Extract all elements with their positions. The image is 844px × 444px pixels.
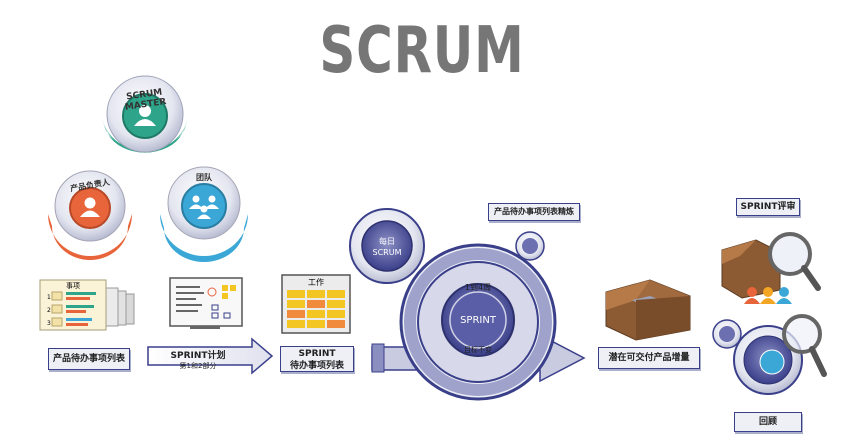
refinement-marker [515,231,545,261]
sprint-backlog-label: SPRINT 待办事项列表 [280,346,354,372]
daily-scrum-line2: SCRUM [373,248,402,257]
retrospective-illustration [712,314,827,395]
sprint-cycle [399,243,557,401]
backlog-row-number: 1 [47,294,51,301]
sprint-planning-title: SPRINT计划 [170,351,226,361]
flow-arrow [147,337,274,375]
arrow-stripe [371,343,385,373]
team-label: 团队 [196,173,212,182]
sprint-review-illustration [721,232,821,304]
team-icon [189,195,219,219]
sprint-backlog-line2: 待办事项列表 [289,361,344,371]
sprint-duration: 1到4周 [465,283,491,292]
retrospective-label: 回顾 [734,412,802,432]
person-icon [134,105,156,126]
backlog-row-number: 3 [47,320,51,327]
increment-label: 潜在可交付产品增量 [598,347,700,369]
product-backlog-illustration [39,279,135,331]
daily-scrum-medallion [349,208,425,284]
scrum-master-medallion [102,75,188,153]
team-medallion [160,166,248,262]
sprint-goal-unchanging: 目标不变 [464,345,492,354]
person-icon [80,197,100,217]
product-backlog-label: 产品待办事项列表 [48,348,130,370]
sprint-backlog-card-title: 工作 [308,277,324,287]
sprint-backlog-illustration [281,274,351,334]
sprint-planning-illustration [169,277,243,329]
backlog-card-title: 事项 [66,281,80,290]
increment-box-illustration [605,279,691,341]
daily-scrum-line1: 每日 [379,236,395,246]
backlog-row-number: 2 [47,307,51,314]
sprint-center-label: SPRINT [460,315,497,326]
sprint-planning-subtitle: 第1和2部分 [179,362,217,370]
sprint-backlog-line1: SPRINT [298,349,336,359]
page-title: SCRUM [319,14,525,88]
sprint-review-label: SPRINT评审 [736,198,800,216]
product-owner-medallion [48,170,132,260]
refinement-label: 产品待办事项列表精炼 [488,203,580,221]
sprint-planning-label: SPRINT计划 第1和2部分 [150,349,246,371]
